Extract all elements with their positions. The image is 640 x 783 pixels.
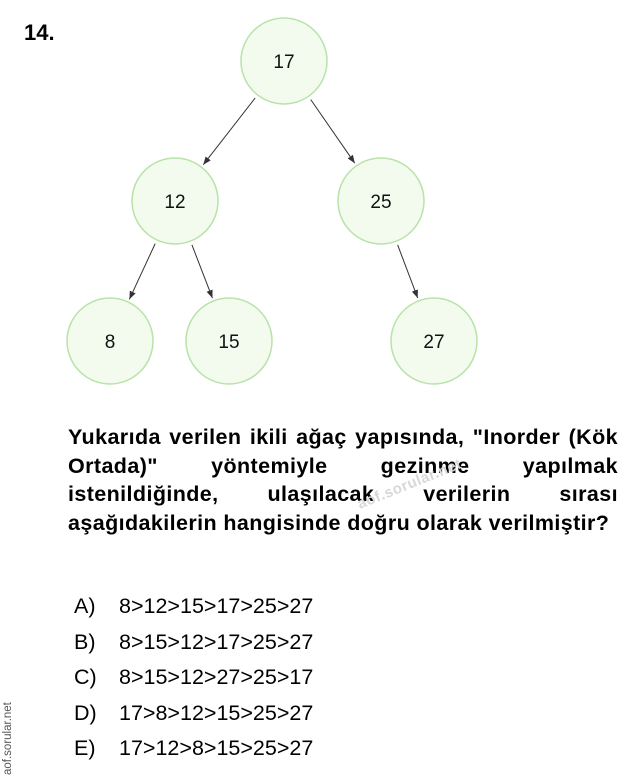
tree-node-label: 15 xyxy=(218,332,239,353)
tree-edges xyxy=(128,97,419,300)
tree-edge-12-8 xyxy=(128,243,156,300)
binary-tree-diagram: 17 12 25 8 15 27 xyxy=(66,17,478,385)
option-text: 8>12>15>17>25>27 xyxy=(119,594,314,618)
tree-node-circle xyxy=(185,297,273,385)
option-text: 17>8>12>15>25>27 xyxy=(119,700,314,725)
tree-node-circle xyxy=(337,157,425,245)
tree-node-label: 12 xyxy=(164,192,185,213)
option-letter: C) xyxy=(74,665,97,689)
option-text: 8>15>12>17>25>27 xyxy=(119,629,314,654)
tree-edge-17-25 xyxy=(310,99,356,164)
option-letter: D) xyxy=(74,700,97,725)
tree-node-27: 27 xyxy=(390,297,478,385)
question-text: Yukarıda verilen ikili ağaç yapısında, "… xyxy=(68,425,618,535)
tree-node-circle xyxy=(131,157,219,245)
tree-node-17: 17 xyxy=(240,17,328,105)
tree-node-circle xyxy=(390,297,478,385)
answer-option-e[interactable]: E) 17>12>8>15>25>27 xyxy=(74,731,313,767)
option-letter: A) xyxy=(74,594,96,618)
tree-edge-25-27 xyxy=(397,244,419,299)
option-text: 17>12>8>15>25>27 xyxy=(119,736,314,760)
tree-node-label: 17 xyxy=(273,52,294,73)
tree-node-8: 8 xyxy=(66,297,154,385)
answer-option-c[interactable]: C) 8>15>12>27>25>17 xyxy=(74,660,313,696)
answer-option-d[interactable]: D) 17>8>12>15>25>27 xyxy=(74,696,313,732)
tree-node-label: 8 xyxy=(105,332,116,353)
answer-options: A) 8>12>15>17>25>27 B) 8>15>12>17>25>27 … xyxy=(74,589,313,767)
tree-node-label: 25 xyxy=(370,192,391,213)
tree-node-12: 12 xyxy=(131,157,219,245)
tree-edge-17-12 xyxy=(202,97,256,166)
tree-node-circle xyxy=(240,17,328,105)
side-watermark: aof.sorular.net xyxy=(2,702,14,775)
question-number: 14. xyxy=(24,20,55,45)
option-letter: B) xyxy=(74,629,96,654)
tree-edge-12-15 xyxy=(191,244,213,299)
tree-nodes: 17 12 25 8 15 27 xyxy=(66,17,478,385)
option-text: 8>15>12>27>25>17 xyxy=(119,665,314,689)
tree-node-25: 25 xyxy=(337,157,425,245)
answer-option-b[interactable]: B) 8>15>12>17>25>27 xyxy=(74,625,313,661)
answer-option-a[interactable]: A) 8>12>15>17>25>27 xyxy=(74,589,313,625)
tree-node-circle xyxy=(66,297,154,385)
option-letter: E) xyxy=(74,736,96,760)
tree-node-label: 27 xyxy=(423,332,444,353)
tree-node-15: 15 xyxy=(185,297,273,385)
